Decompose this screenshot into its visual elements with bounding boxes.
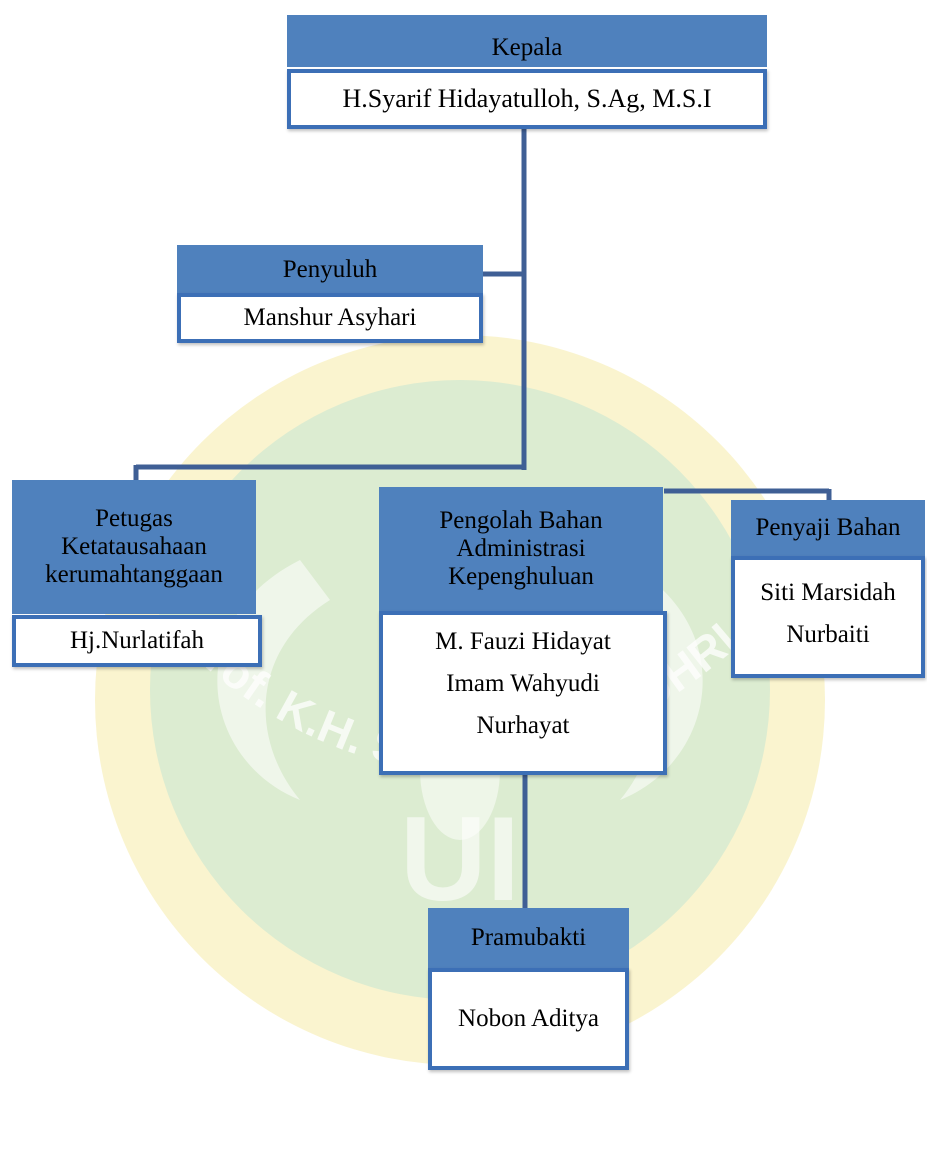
- node-penyuluh-title: Penyuluh: [177, 245, 483, 295]
- node-penyuluh-name: Manshur Asyhari: [243, 304, 417, 331]
- node-penyaji-name: Siti Marsidah: [760, 579, 896, 606]
- node-pengolah-body: M. Fauzi Hidayat Imam Wahyudi Nurhayat: [379, 611, 667, 775]
- node-pramubakti: Pramubakti Nobon Aditya: [428, 908, 629, 1070]
- node-penyaji-body: Siti Marsidah Nurbaiti: [731, 556, 925, 678]
- node-penyuluh: Penyuluh Manshur Asyhari: [177, 245, 483, 343]
- node-pengolah-name: Nurhayat: [476, 712, 570, 739]
- node-kepala-name: H.Syarif Hidayatulloh, S.Ag, M.S.I: [342, 84, 712, 113]
- node-kepala: Kepala H.Syarif Hidayatulloh, S.Ag, M.S.…: [287, 15, 767, 129]
- node-pengolah: Pengolah Bahan Administrasi Kepenghuluan…: [379, 487, 667, 775]
- node-kepala-body: H.Syarif Hidayatulloh, S.Ag, M.S.I: [287, 69, 767, 129]
- node-petugas-name: Hj.Nurlatifah: [70, 627, 204, 654]
- node-pramubakti-title: Pramubakti: [428, 908, 629, 968]
- node-penyaji-name: Nurbaiti: [786, 621, 870, 648]
- node-kepala-title: Kepala: [287, 15, 767, 67]
- node-pramubakti-name: Nobon Aditya: [458, 1005, 599, 1032]
- node-petugas-title: Petugas Ketatausahaan kerumahtanggaan: [12, 480, 256, 614]
- node-pengolah-title: Pengolah Bahan Administrasi Kepenghuluan: [379, 487, 663, 611]
- node-pengolah-name: M. Fauzi Hidayat: [435, 628, 611, 655]
- node-penyuluh-body: Manshur Asyhari: [177, 293, 483, 343]
- node-pramubakti-body: Nobon Aditya: [428, 968, 629, 1070]
- node-penyaji-title: Penyaji Bahan: [731, 500, 925, 556]
- node-penyaji: Penyaji Bahan Siti Marsidah Nurbaiti: [731, 500, 925, 678]
- node-petugas-body: Hj.Nurlatifah: [12, 615, 262, 667]
- node-petugas: Petugas Ketatausahaan kerumahtanggaan Hj…: [12, 480, 262, 667]
- node-pengolah-name: Imam Wahyudi: [446, 670, 600, 697]
